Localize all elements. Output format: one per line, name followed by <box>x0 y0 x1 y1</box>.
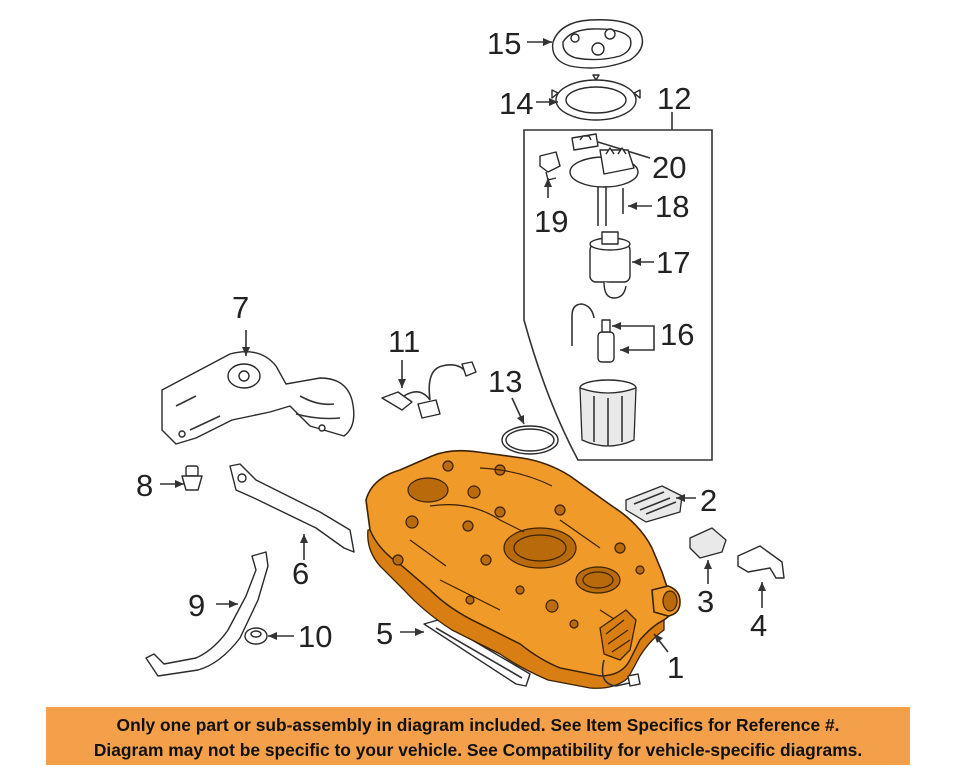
callout-4: 4 <box>750 608 767 643</box>
callout-16: 16 <box>660 317 694 352</box>
callout-15: 15 <box>487 26 521 61</box>
callout-12: 12 <box>657 81 691 116</box>
part-7-filler-shield <box>161 351 355 445</box>
callout-1: 1 <box>667 650 684 685</box>
part-16-hose-filter <box>571 303 615 363</box>
pump-flange <box>569 147 639 226</box>
part-20-connector <box>571 133 599 151</box>
part-10-nut <box>244 627 268 645</box>
callout-2: 2 <box>700 483 717 518</box>
disclaimer-banner: Only one part or sub-assembly in diagram… <box>46 707 910 765</box>
part-13-o-ring <box>501 425 559 455</box>
disclaimer-line-1: Only one part or sub-assembly in diagram… <box>116 715 840 735</box>
part-15-cover-plate <box>551 19 644 69</box>
part-1-fuel-tank <box>365 449 681 689</box>
callout-14: 14 <box>499 86 533 121</box>
callout-17: 17 <box>656 245 690 280</box>
callout-8: 8 <box>136 468 153 503</box>
callout-10: 10 <box>298 619 332 654</box>
disclaimer-line-2: Diagram may not be specific to your vehi… <box>93 740 863 760</box>
part-19-clip <box>539 151 561 181</box>
part-8-bolt <box>181 465 203 491</box>
part-3-pad <box>689 527 727 559</box>
callout-7: 7 <box>232 290 249 325</box>
part-4-shield <box>737 545 785 579</box>
fuel-reservoir <box>579 379 637 447</box>
callout-5: 5 <box>376 616 393 651</box>
part-5-heat-strip <box>423 619 531 687</box>
part-14-lock-ring <box>551 74 641 121</box>
callout-18: 18 <box>655 189 689 224</box>
callout-11: 11 <box>388 324 420 359</box>
fuel-tank-exploded-diagram: 15 14 12 20 19 18 <box>136 19 785 689</box>
callout-3: 3 <box>697 584 714 619</box>
part-11-sender-wire <box>381 361 477 419</box>
callout-9: 9 <box>188 588 205 623</box>
part-9-strap <box>145 551 269 677</box>
callout-13: 13 <box>488 364 522 399</box>
part-17-fuel-pump <box>589 231 631 299</box>
callout-6: 6 <box>292 556 309 591</box>
part-2-pad <box>625 485 683 523</box>
callout-19: 19 <box>534 204 568 239</box>
part-12-pump-assembly-box <box>523 129 713 461</box>
callout-20: 20 <box>652 150 686 185</box>
part-6-bracket <box>229 463 355 553</box>
